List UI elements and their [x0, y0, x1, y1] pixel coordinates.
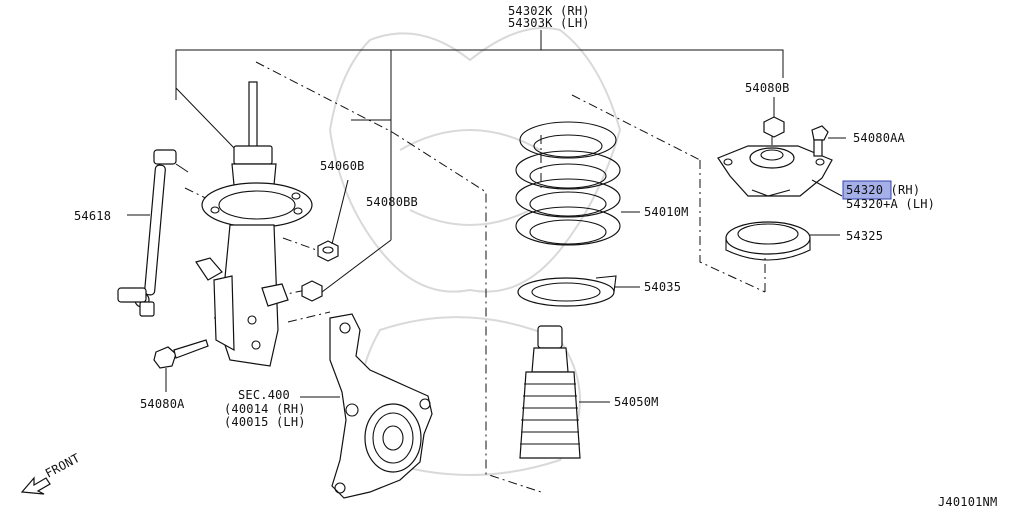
- label-54320-lh[interactable]: 54320+A (LH): [846, 197, 935, 211]
- steering-knuckle: [300, 313, 433, 499]
- diagram-code: J40101NM: [938, 495, 997, 509]
- label-54060b[interactable]: 54060B: [320, 159, 365, 173]
- label-54080bb[interactable]: 54080BB: [366, 195, 418, 209]
- label-54080aa[interactable]: 54080AA: [853, 131, 906, 145]
- strut-assembly-bracket: [175, 30, 784, 240]
- front-label: FRONT: [43, 451, 82, 481]
- stabilizer-link: [117, 149, 189, 317]
- label-54080a[interactable]: 54080A: [140, 397, 185, 411]
- coil-spring: [515, 121, 640, 246]
- label-54080b[interactable]: 54080B: [745, 81, 790, 95]
- nut-54080bb: [301, 239, 392, 302]
- part-highlight: [842, 180, 892, 200]
- label-54303k[interactable]: 54303K (LH): [508, 16, 590, 30]
- strut-assembly: [195, 81, 313, 367]
- bumper-boot: [519, 325, 610, 459]
- nut-54060b: [317, 179, 349, 262]
- bolt-54080aa: [811, 125, 846, 157]
- strut-bearing: [725, 221, 840, 261]
- label-54320-rh[interactable]: 54320 (RH): [846, 183, 920, 197]
- bolt-54080a: [153, 339, 209, 392]
- label-sec400[interactable]: SEC.400: [238, 388, 290, 402]
- part-labels: 54302K (RH) 54303K (LH) 54080B 54080AA 5…: [74, 4, 935, 429]
- label-54035[interactable]: 54035: [644, 280, 681, 294]
- strut-mount: [717, 145, 843, 197]
- nut-54080b: [763, 97, 785, 138]
- label-54010m[interactable]: 54010M: [644, 205, 689, 219]
- front-arrow-icon: [20, 476, 51, 495]
- label-40015[interactable]: (40015 (LH): [224, 415, 306, 429]
- label-40014[interactable]: (40014 (RH): [224, 402, 306, 416]
- front-indicator: FRONT: [20, 451, 82, 495]
- spring-seat: [517, 275, 640, 307]
- label-54325[interactable]: 54325: [846, 229, 883, 243]
- label-54302k[interactable]: 54302K (RH): [508, 4, 590, 18]
- label-54618[interactable]: 54618: [74, 209, 111, 223]
- label-54050m[interactable]: 54050M: [614, 395, 659, 409]
